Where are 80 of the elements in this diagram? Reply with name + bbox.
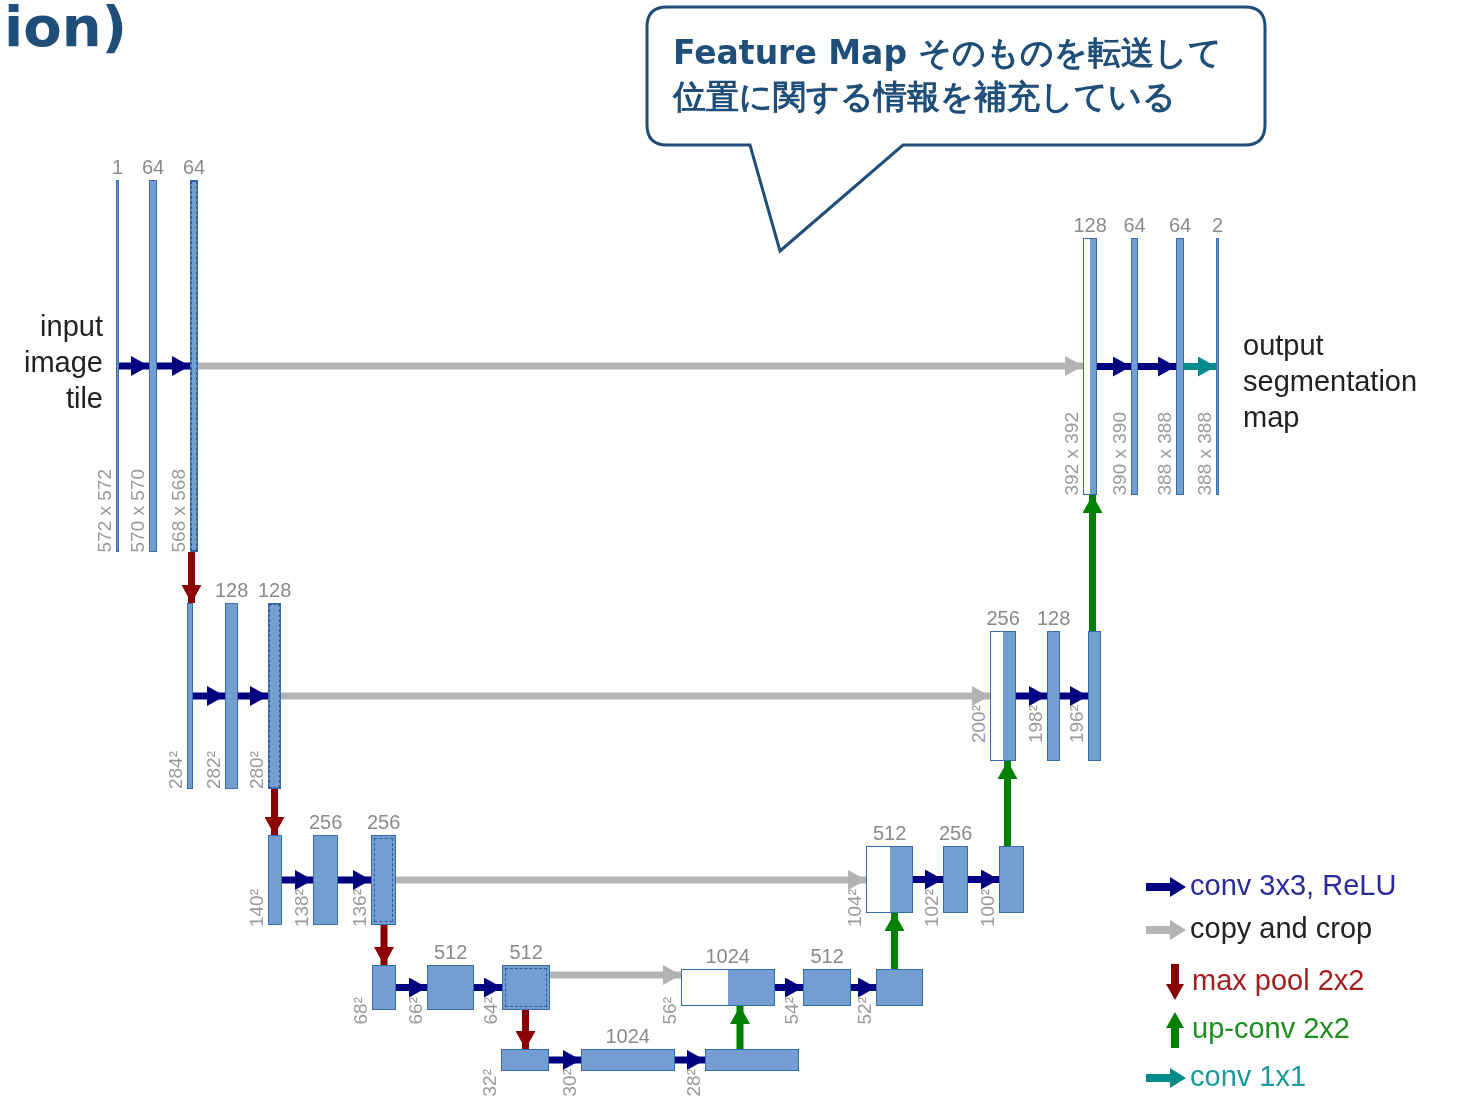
channel-count: 512: [810, 946, 844, 966]
channel-count: 1024: [605, 1026, 650, 1046]
size-label: 136²: [350, 889, 369, 928]
channel-count: 2: [1212, 215, 1224, 235]
arrow: [730, 1006, 750, 1049]
channel-count: 128: [1037, 608, 1071, 628]
io-label: input image tile: [23, 309, 103, 416]
arrow: [913, 869, 943, 890]
size-label: 28²: [684, 1069, 703, 1097]
arrow: [1082, 495, 1103, 631]
arrow: [264, 789, 285, 835]
size-label: 568 x 568: [169, 469, 188, 553]
size-label: 54²: [782, 996, 801, 1024]
legend-text: conv 3x3, ReLU: [1190, 871, 1397, 900]
channel-count: 256: [309, 812, 343, 832]
size-label: 280²: [247, 751, 266, 790]
channel-count: 64: [1169, 215, 1192, 235]
size-label: 392 x 392: [1062, 412, 1081, 496]
arrow: [281, 686, 990, 706]
size-label: 390 x 390: [1110, 412, 1129, 496]
size-label: 32²: [480, 1069, 499, 1097]
size-label: 196²: [1067, 705, 1086, 744]
size-label: 52²: [855, 996, 874, 1024]
arrow: [997, 761, 1018, 846]
size-label: 284²: [166, 751, 185, 790]
legend-text: copy and crop: [1190, 914, 1373, 943]
arrow: [474, 977, 502, 998]
channel-count: 512: [434, 942, 468, 962]
arrow: [1016, 686, 1047, 706]
channel-count: 128: [1073, 215, 1107, 235]
channel-count: 256: [939, 823, 973, 843]
channel-count: 64: [183, 157, 206, 177]
size-label: 104²: [845, 888, 864, 927]
io-label: output segmentation map: [1243, 328, 1419, 435]
arrow: [675, 1050, 705, 1070]
arrow: [549, 1050, 581, 1070]
channel-count: 256: [986, 608, 1020, 628]
arrow: [396, 870, 866, 890]
size-label: 64²: [481, 996, 500, 1024]
size-label: 138²: [292, 889, 311, 928]
size-label: 198²: [1026, 705, 1045, 744]
arrow: [775, 977, 803, 998]
arrow: [374, 925, 394, 965]
arrow: [884, 913, 905, 969]
size-label: 200²: [969, 705, 988, 744]
arrow: [1060, 686, 1088, 706]
legend-text: up-conv 2x2: [1192, 1014, 1350, 1043]
arrow: [338, 870, 371, 890]
channel-count: 512: [873, 823, 907, 843]
channel-count: 256: [367, 812, 401, 832]
legend-text: max pool 2x2: [1192, 966, 1365, 995]
arrow: [396, 977, 427, 998]
channel-count: 1: [112, 157, 124, 177]
legend-text: conv 1x1: [1190, 1062, 1307, 1091]
channel-count: 128: [215, 580, 249, 600]
size-label: 388 x 388: [1195, 412, 1214, 496]
arrow: [968, 869, 999, 890]
channel-count: 64: [1123, 215, 1146, 235]
size-label: 100²: [978, 888, 997, 927]
channel-count: 1024: [705, 946, 750, 966]
size-label: 56²: [660, 996, 679, 1024]
size-label: 102²: [922, 888, 941, 927]
size-label: 572 x 572: [95, 469, 114, 553]
size-label: 140²: [247, 889, 266, 928]
arrow: [851, 977, 876, 998]
arrow: [238, 686, 268, 706]
size-label: 570 x 570: [128, 469, 147, 553]
arrow: [282, 870, 313, 890]
channel-count: 64: [142, 157, 165, 177]
channel-count: 512: [509, 942, 543, 962]
size-label: 282²: [204, 751, 223, 790]
callout-text: Feature Map そのものを転送して位置に関する情報を補充している: [673, 32, 1224, 118]
size-label: 30²: [560, 1069, 579, 1097]
size-label: 388 x 388: [1155, 412, 1174, 496]
size-label: 66²: [406, 996, 425, 1024]
size-label: 68²: [351, 996, 370, 1024]
arrow: [515, 1010, 536, 1049]
channel-count: 128: [258, 580, 292, 600]
title-text: ion): [4, 0, 128, 59]
arrow: [550, 965, 681, 985]
